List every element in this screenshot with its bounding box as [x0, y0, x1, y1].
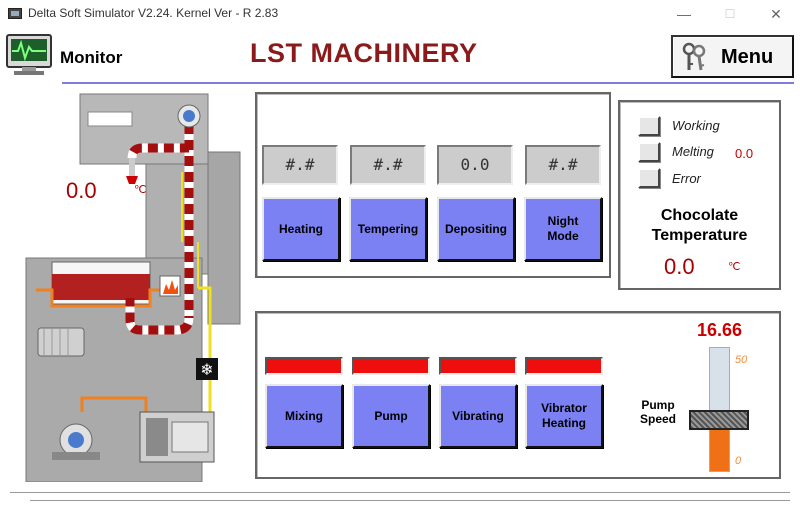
pump-speed-slider-fill: [710, 430, 729, 471]
pump-speed-label-line2: Speed: [640, 412, 677, 426]
night-mode-readout: #.#: [525, 145, 601, 185]
tempering-readout: #.#: [350, 145, 426, 185]
chocolate-temperature-title: Chocolate Temperature: [620, 206, 779, 246]
monitor-icon[interactable]: [4, 33, 56, 77]
footer-divider-1: [10, 492, 790, 493]
minimize-button[interactable]: —: [677, 6, 691, 22]
mixing-button[interactable]: Mixing: [265, 384, 343, 448]
status-panel: Working Melting 0.0 Error Chocolate Temp…: [618, 100, 781, 290]
depositing-button[interactable]: Depositing: [437, 197, 515, 261]
working-label: Working: [672, 118, 720, 133]
window-title-bar: Delta Soft Simulator V2.24. Kernel Ver -…: [0, 0, 800, 30]
menu-label: Menu: [721, 46, 774, 68]
app-icon: [8, 8, 22, 19]
machine-temperature-unit: ℃: [134, 184, 147, 196]
vibrating-label: Vibrating: [452, 408, 504, 423]
pump-speed-label-line1: Pump: [641, 398, 675, 412]
pump-button[interactable]: Pump: [352, 384, 430, 448]
chocolate-temperature-unit: ℃: [728, 261, 741, 273]
heating-button[interactable]: Heating: [262, 197, 340, 261]
pump-indicator: [352, 357, 430, 375]
chocolate-temperature-value: 0.0: [664, 254, 695, 279]
vibrating-button[interactable]: Vibrating: [439, 384, 517, 448]
pump-speed-label: Pump Speed: [640, 398, 676, 426]
vibrator-heating-label-line2: Heating: [541, 416, 586, 430]
vibrating-indicator: [439, 357, 517, 375]
machine-temperature: 0.0: [66, 178, 97, 203]
melting-indicator: [638, 142, 660, 162]
footer-divider-2: [30, 500, 790, 501]
maximize-button[interactable]: ☐: [724, 7, 736, 21]
tempering-button[interactable]: Tempering: [349, 197, 427, 261]
chocolate-title-line1: Chocolate: [660, 207, 739, 224]
pump-label: Pump: [374, 408, 408, 423]
mixing-label: Mixing: [285, 408, 323, 423]
menu-button[interactable]: Menu: [671, 35, 794, 78]
header-divider: [62, 82, 794, 84]
vibrator-heating-indicator: [525, 357, 603, 375]
working-indicator: [638, 116, 660, 136]
night-mode-label-line2: Mode: [547, 229, 579, 243]
night-mode-button[interactable]: Night Mode: [524, 197, 602, 261]
mixing-indicator: [265, 357, 343, 375]
vibrator-heating-button[interactable]: Vibrator Heating: [525, 384, 603, 448]
error-indicator: [638, 168, 660, 188]
pump-speed-min-label: 0: [735, 455, 742, 467]
melting-label: Melting: [672, 144, 714, 159]
heating-readout: #.#: [262, 145, 338, 185]
tempering-label: Tempering: [357, 221, 419, 236]
keys-icon: [679, 42, 709, 72]
pump-speed-value: 16.66: [697, 320, 743, 340]
depositing-readout: 0.0: [437, 145, 513, 185]
window-title: Delta Soft Simulator V2.24. Kernel Ver -…: [28, 6, 279, 20]
pump-speed-max-label: 50: [735, 354, 748, 366]
chocolate-title-line2: Temperature: [651, 227, 748, 244]
svg-text:❄: ❄: [200, 360, 213, 379]
melting-value: 0.0: [735, 146, 754, 161]
machine-diagram: ❄: [22, 92, 248, 483]
depositing-label: Depositing: [445, 221, 507, 236]
monitor-label[interactable]: Monitor: [60, 48, 123, 67]
heating-label: Heating: [278, 221, 323, 236]
pump-speed-slider-thumb[interactable]: [689, 410, 749, 430]
page-title: LST MACHINERY: [250, 38, 478, 68]
error-label: Error: [672, 171, 701, 186]
vibrator-heating-label-line1: Vibrator: [541, 401, 587, 415]
night-mode-label-line1: Night: [547, 214, 579, 228]
close-button[interactable]: ✕: [770, 6, 782, 22]
